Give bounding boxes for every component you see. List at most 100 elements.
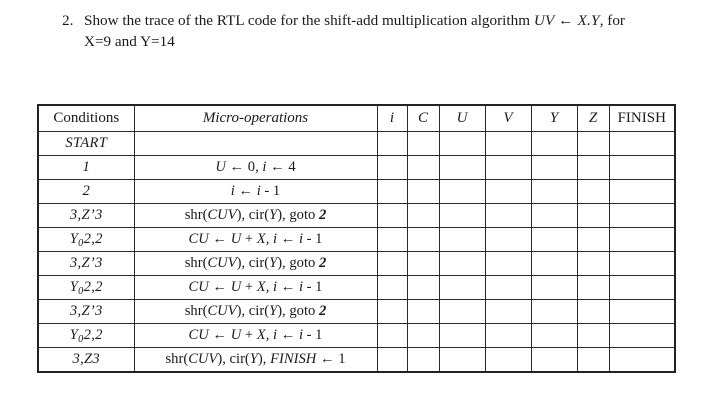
cell-v (484, 179, 532, 204)
cell-c (406, 227, 440, 252)
cell-condition: 1 (37, 155, 135, 180)
cell-u (438, 299, 486, 324)
cell-v (484, 131, 532, 156)
question-line-1-suffix: , for (599, 12, 625, 29)
cell-finish (608, 299, 676, 324)
cell-u (438, 275, 486, 300)
cell-finish (608, 131, 676, 156)
cell-i (376, 323, 408, 348)
cell-u (438, 251, 486, 276)
cell-condition: Y02,2 (37, 323, 135, 348)
cell-i (376, 179, 408, 204)
cell-z (576, 203, 610, 228)
cell-y (530, 179, 578, 204)
cell-condition: 3,Z’3 (37, 299, 135, 324)
cell-u (438, 203, 486, 228)
header-u: U (438, 104, 486, 132)
cell-z (576, 251, 610, 276)
cell-condition: 3,Z’3 (37, 251, 135, 276)
cell-z (576, 299, 610, 324)
header-finish: FINISH (608, 104, 676, 132)
header-micro-operations: Micro-operations (133, 104, 378, 132)
cell-condition: START (37, 131, 135, 156)
header-y: Y (530, 104, 578, 132)
cell-v (484, 155, 532, 180)
cell-z (576, 275, 610, 300)
cell-v (484, 251, 532, 276)
question-line-2: X=9 and Y=14 (84, 33, 175, 50)
question-text: Show the trace of the RTL code for the s… (84, 10, 702, 52)
cell-finish (608, 347, 676, 373)
cell-micro-operation: CU ← U + X, i ← i - 1 (133, 275, 378, 300)
cell-v (484, 299, 532, 324)
cell-condition: Y02,2 (37, 227, 135, 252)
cell-i (376, 299, 408, 324)
cell-u (438, 179, 486, 204)
cell-y (530, 131, 578, 156)
cell-micro-operation: i ← i - 1 (133, 179, 378, 204)
cell-v (484, 203, 532, 228)
cell-y (530, 155, 578, 180)
cell-micro-operation: shr(CUV), cir(Y), FINISH ← 1 (133, 347, 378, 373)
cell-finish (608, 203, 676, 228)
cell-micro-operation: CU ← U + X, i ← i - 1 (133, 323, 378, 348)
cell-v (484, 275, 532, 300)
cell-y (530, 323, 578, 348)
cell-finish (608, 155, 676, 180)
header-v: V (484, 104, 532, 132)
cell-micro-operation: shr(CUV), cir(Y), goto 2 (133, 203, 378, 228)
question-formula: UV ← X.Y (533, 12, 600, 29)
cell-i (376, 203, 408, 228)
cell-v (484, 347, 532, 373)
cell-z (576, 227, 610, 252)
cell-finish (608, 251, 676, 276)
question-line-1-prefix: Show the trace of the RTL code for the s… (84, 12, 534, 29)
header-row: Conditions Micro-operations i C U V Y Z … (37, 104, 676, 132)
header-z: Z (576, 104, 610, 132)
cell-c (406, 251, 440, 276)
cell-y (530, 251, 578, 276)
cell-c (406, 347, 440, 373)
cell-y (530, 203, 578, 228)
cell-y (530, 227, 578, 252)
cell-u (438, 131, 486, 156)
cell-v (484, 323, 532, 348)
cell-c (406, 203, 440, 228)
cell-c (406, 131, 440, 156)
cell-micro-operation: CU ← U + X, i ← i - 1 (133, 227, 378, 252)
cell-v (484, 227, 532, 252)
cell-z (576, 323, 610, 348)
cell-u (438, 347, 486, 373)
cell-micro-operation (133, 131, 378, 156)
question-number: 2. (62, 12, 74, 29)
cell-c (406, 323, 440, 348)
header-c: C (406, 104, 440, 132)
rtl-trace-table: Conditions Micro-operations i C U V Y Z … (37, 104, 676, 373)
cell-i (376, 347, 408, 373)
question-block: 2. Show the trace of the RTL code for th… (62, 10, 702, 52)
cell-i (376, 227, 408, 252)
cell-y (530, 299, 578, 324)
cell-micro-operation: shr(CUV), cir(Y), goto 2 (133, 251, 378, 276)
cell-i (376, 155, 408, 180)
header-i: i (376, 104, 408, 132)
cell-condition: 3,Z3 (37, 347, 135, 373)
cell-finish (608, 275, 676, 300)
question-line-1: Show the trace of the RTL code for the s… (84, 10, 702, 31)
cell-condition: Y02,2 (37, 275, 135, 300)
cell-y (530, 347, 578, 373)
cell-c (406, 275, 440, 300)
cell-u (438, 323, 486, 348)
cell-condition: 2 (37, 179, 135, 204)
cell-condition: 3,Z’3 (37, 203, 135, 228)
